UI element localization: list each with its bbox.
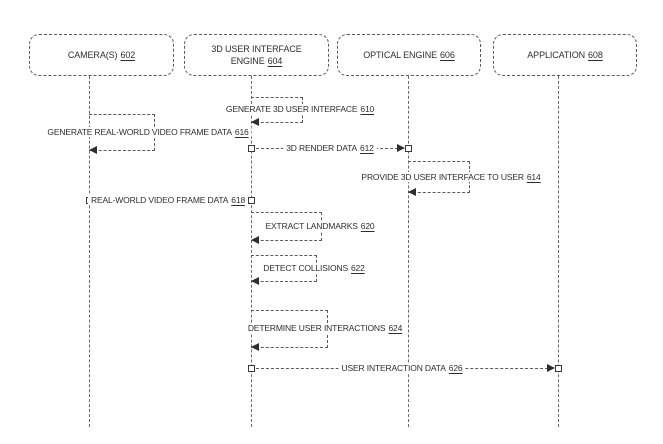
- message-ref-number: 610: [360, 104, 375, 114]
- endpoint-marker: [555, 365, 562, 372]
- endpoint-marker: [248, 197, 255, 204]
- lifeline-optical-engine: [408, 76, 409, 427]
- endpoint-marker: [248, 145, 255, 152]
- message-ref-number: 618: [231, 195, 246, 205]
- message-ref-number: 622: [350, 263, 365, 273]
- lifeline-3d-user-interface-engine: [251, 76, 252, 427]
- message-ref-number: 616: [234, 127, 249, 137]
- actor-ref-number: 604: [267, 56, 283, 66]
- message-ref-number: 612: [360, 143, 374, 153]
- endpoint-marker: [248, 365, 255, 372]
- lifeline-application: [558, 76, 559, 427]
- arrowhead-left-icon: [251, 343, 259, 351]
- lifeline-cameras: [89, 76, 90, 427]
- arrowhead-left-icon: [251, 277, 259, 285]
- arrowhead-right-icon: [547, 364, 555, 372]
- arrowhead-left-icon: [251, 236, 259, 244]
- message-ref-number: 614: [526, 172, 541, 182]
- message-ref-number: 626: [448, 363, 463, 373]
- arrowhead-left-icon: [89, 146, 97, 154]
- arrowhead-right-icon: [397, 144, 405, 152]
- message-ref-number: 620: [360, 221, 375, 231]
- endpoint-marker: [405, 145, 412, 152]
- actor-ref-number: 602: [120, 49, 136, 60]
- actor-box-cameras: CAMERA(S)602: [29, 34, 174, 76]
- actor-ref-number: 606: [440, 49, 455, 60]
- message-ref-number: 624: [388, 323, 403, 333]
- actor-title: CAMERA(S)602: [67, 49, 136, 60]
- arrowhead-left-icon: [408, 188, 416, 196]
- actor-ref-number: 608: [588, 49, 603, 60]
- arrowhead-left-icon: [251, 118, 259, 126]
